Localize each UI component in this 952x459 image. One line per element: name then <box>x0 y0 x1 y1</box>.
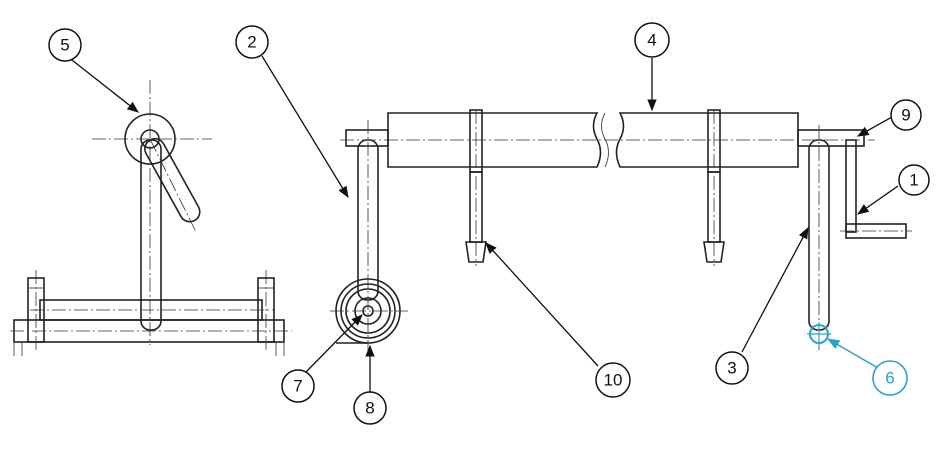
callout-10: 10 <box>595 362 631 398</box>
svg-text:4: 4 <box>647 31 656 50</box>
callout-6: 6 <box>872 360 908 396</box>
leader-3 <box>741 226 809 353</box>
callout-4: 4 <box>634 22 670 58</box>
callout-7: 7 <box>281 369 315 403</box>
svg-text:2: 2 <box>247 33 256 52</box>
part-6-highlight <box>807 322 831 346</box>
callout-2: 2 <box>235 25 269 59</box>
callout-5: 5 <box>48 28 82 62</box>
leader-9 <box>856 116 893 137</box>
svg-text:5: 5 <box>60 36 69 55</box>
leader-1 <box>857 185 899 215</box>
callout-1: 1 <box>898 164 930 196</box>
callout-8: 8 <box>353 391 387 425</box>
side-view <box>10 80 292 356</box>
leader-lines <box>71 55 899 394</box>
svg-text:6: 6 <box>885 369 894 388</box>
svg-text:1: 1 <box>909 171 918 190</box>
leader-6 <box>826 338 879 369</box>
svg-text:10: 10 <box>604 371 623 390</box>
svg-text:9: 9 <box>901 106 910 125</box>
front-view <box>330 109 912 356</box>
callout-3: 3 <box>715 351 749 385</box>
callout-9: 9 <box>890 99 922 131</box>
leader-10 <box>485 242 599 367</box>
svg-text:8: 8 <box>365 399 374 418</box>
svg-text:7: 7 <box>293 377 302 396</box>
leader-5 <box>71 59 139 113</box>
svg-text:3: 3 <box>727 359 736 378</box>
leader-2 <box>261 55 349 198</box>
leader-7 <box>304 314 363 374</box>
